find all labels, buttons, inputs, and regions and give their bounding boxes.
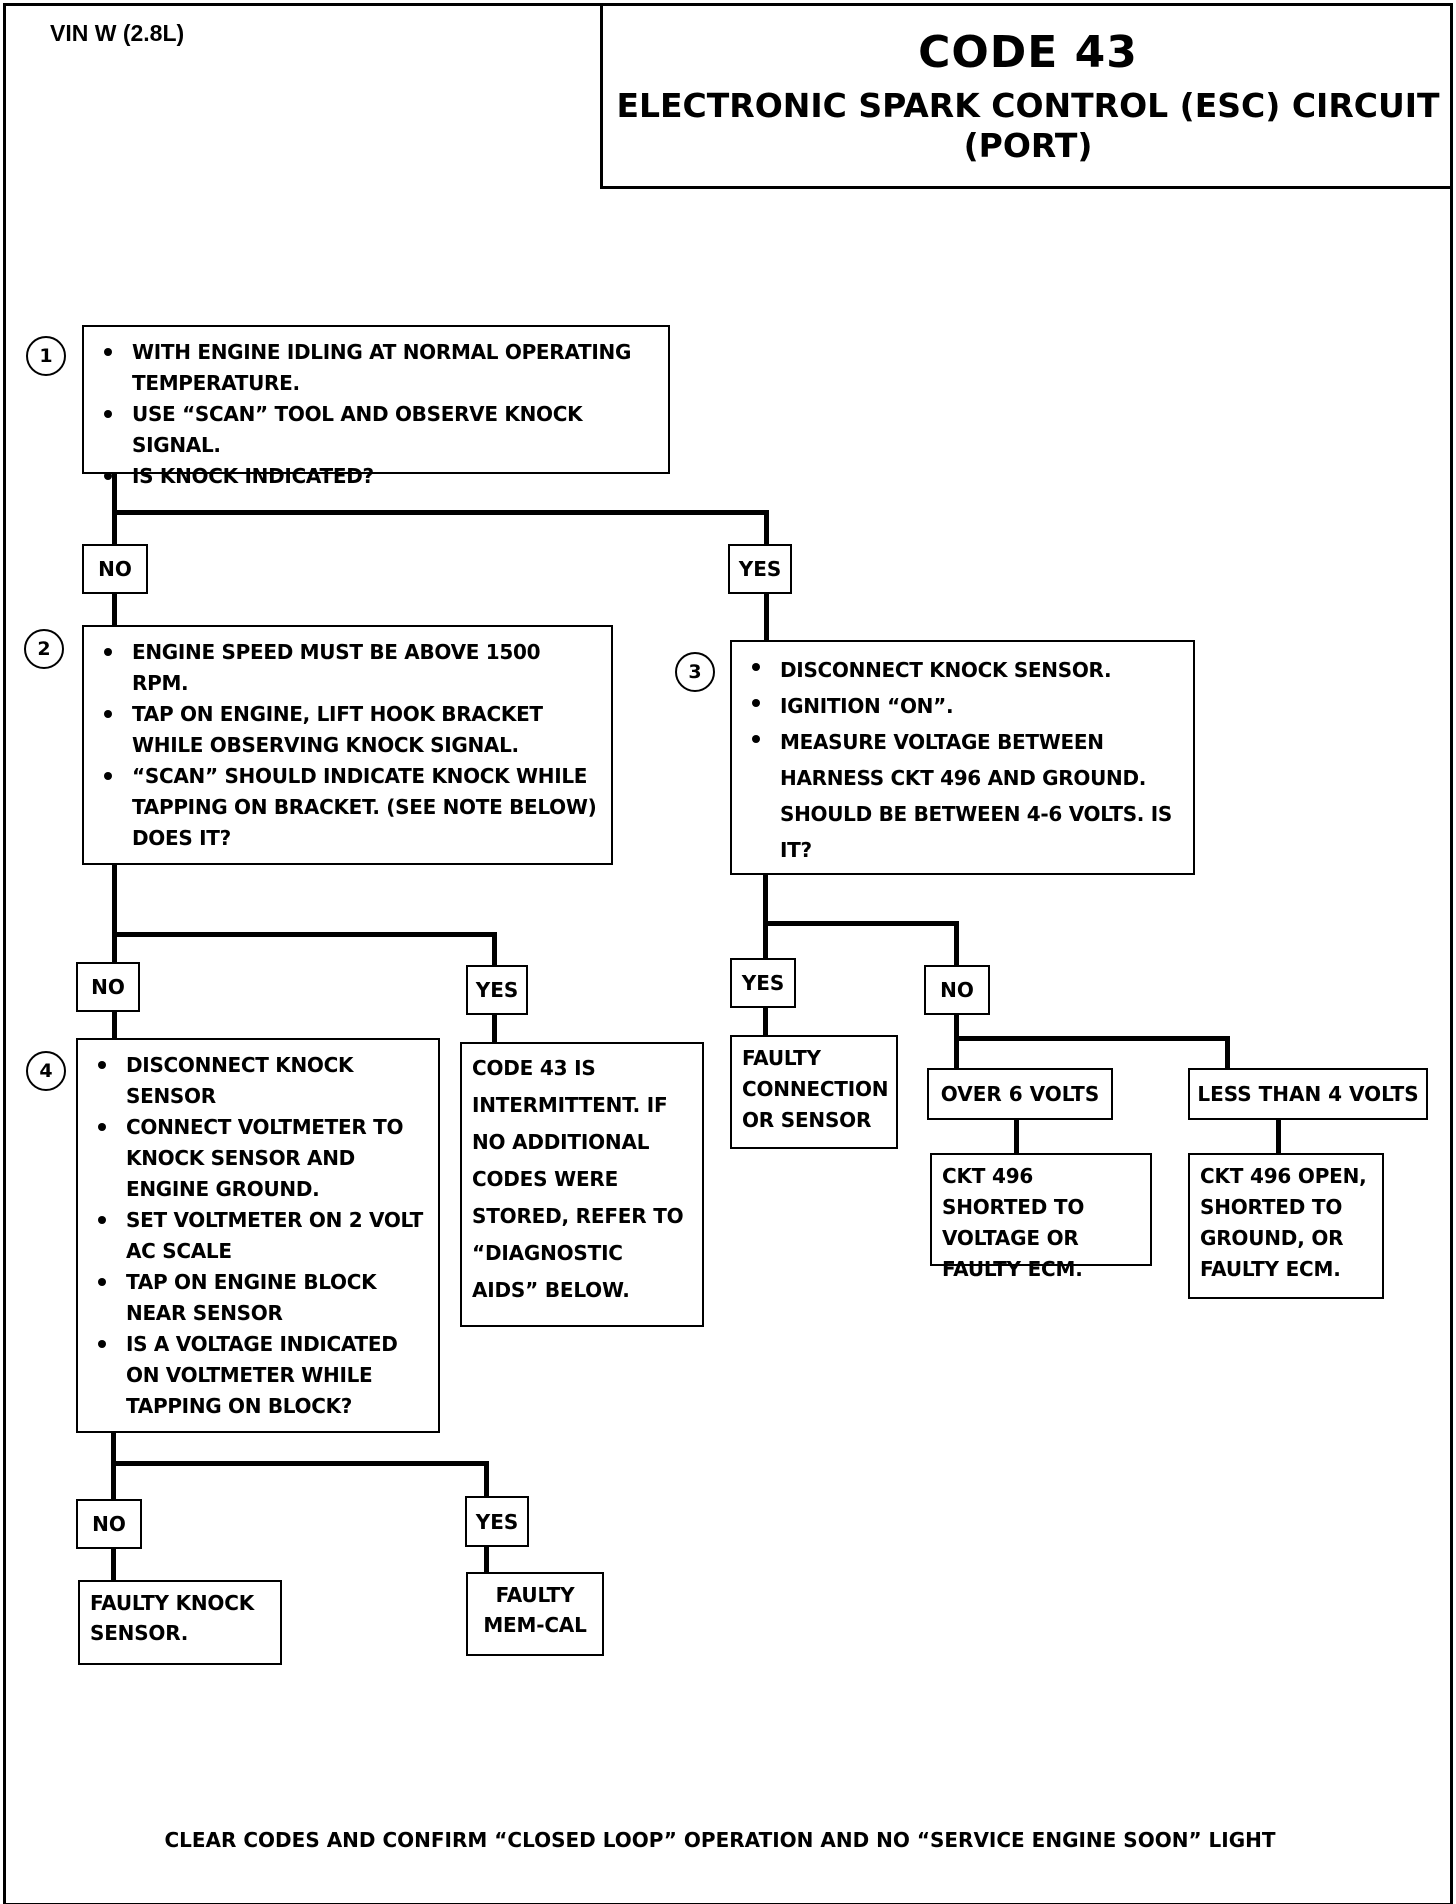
step-3-item: DISCONNECT KNOCK SENSOR. — [744, 652, 1181, 688]
code-title: CODE 43 — [918, 27, 1138, 78]
yes-label: YES — [465, 1496, 529, 1547]
connector-line — [112, 1012, 117, 1040]
step-4-item: DISCONNECT KNOCK SENSOR — [90, 1050, 426, 1112]
step-1-number: 1 — [26, 336, 66, 376]
no-label: NO — [76, 962, 140, 1012]
result-shorted-to-voltage: CKT 496 SHORTED TO VOLTAGE OR FAULTY ECM… — [930, 1153, 1152, 1281]
connector-line — [112, 594, 117, 628]
vin-label: VIN W (2.8L) — [50, 20, 185, 46]
result-open-or-shorted-to-ground: CKT 496 OPEN, SHORTED TO GROUND, OR FAUL… — [1188, 1153, 1384, 1299]
less-than-4-volts-label: LESS THAN 4 VOLTS — [1188, 1068, 1428, 1120]
connector-line — [492, 1012, 497, 1042]
connector-line — [764, 510, 769, 544]
yes-label: YES — [728, 544, 792, 594]
connector-line — [1225, 1036, 1230, 1068]
result-faulty-connection: FAULTY CONNECTION OR SENSOR — [730, 1035, 898, 1149]
connector-line — [111, 1433, 116, 1499]
step-3-number: 3 — [675, 652, 715, 692]
connector-line — [111, 1549, 116, 1581]
step-1-item: WITH ENGINE IDLING AT NORMAL OPERATING T… — [96, 337, 656, 399]
step-3-item: IGNITION “ON”. — [744, 688, 1181, 724]
step-1-item: IS KNOCK INDICATED? — [96, 461, 656, 492]
connector-line — [112, 932, 497, 937]
step-4-item: TAP ON ENGINE BLOCK NEAR SENSOR — [90, 1267, 426, 1329]
connector-line — [484, 1547, 489, 1573]
connector-line — [764, 594, 769, 640]
step-2-box: ENGINE SPEED MUST BE ABOVE 1500 RPM. TAP… — [82, 625, 613, 865]
connector-line — [1014, 1120, 1019, 1154]
no-label: NO — [924, 965, 990, 1015]
step-3-item: MEASURE VOLTAGE BETWEEN HARNESS CKT 496 … — [744, 724, 1181, 868]
over-6-volts-label: OVER 6 VOLTS — [927, 1068, 1113, 1120]
step-4-item: SET VOLTMETER ON 2 VOLT AC SCALE — [90, 1205, 426, 1267]
result-intermittent: CODE 43 IS INTERMITTENT. IF NO ADDITIONA… — [460, 1042, 704, 1327]
connector-line — [111, 1461, 489, 1466]
no-label: NO — [76, 1499, 142, 1549]
result-faulty-memcal: FAULTY MEM-CAL — [466, 1572, 604, 1656]
connector-line — [763, 921, 959, 926]
connector-line — [484, 1461, 489, 1496]
connector-line — [112, 474, 117, 544]
step-2-item: ENGINE SPEED MUST BE ABOVE 1500 RPM. — [96, 637, 599, 699]
step-2-question: DOES IT? — [132, 826, 231, 850]
step-4-item: IS A VOLTAGE INDICATED ON VOLTMETER WHIL… — [90, 1329, 426, 1422]
footer-instruction: CLEAR CODES AND CONFIRM “CLOSED LOOP” OP… — [164, 1828, 1276, 1852]
circuit-title-line2: (PORT) — [963, 126, 1093, 165]
step-4-number: 4 — [26, 1051, 66, 1091]
connector-line — [1276, 1120, 1281, 1154]
step-2-number: 2 — [24, 629, 64, 669]
connector-line — [763, 1007, 768, 1035]
step-3-box: DISCONNECT KNOCK SENSOR. IGNITION “ON”. … — [730, 640, 1195, 875]
step-2-item: “SCAN” SHOULD INDICATE KNOCK WHILE TAPPI… — [96, 761, 599, 823]
circuit-title-line1: ELECTRONIC SPARK CONTROL (ESC) CIRCUIT — [616, 86, 1440, 125]
connector-line — [954, 921, 959, 973]
yes-label: YES — [466, 965, 528, 1015]
connector-line — [954, 1036, 1230, 1041]
step-1-box: WITH ENGINE IDLING AT NORMAL OPERATING T… — [82, 325, 670, 488]
step-2-item: TAP ON ENGINE, LIFT HOOK BRACKET WHILE O… — [96, 699, 599, 761]
no-label: NO — [82, 544, 148, 594]
connector-line — [112, 865, 117, 970]
connector-line — [112, 510, 769, 515]
title-block: CODE 43 ELECTRONIC SPARK CONTROL (ESC) C… — [600, 3, 1453, 189]
step-4-box: DISCONNECT KNOCK SENSOR CONNECT VOLTMETE… — [76, 1038, 440, 1433]
connector-line — [492, 932, 497, 974]
result-faulty-knock-sensor: FAULTY KNOCK SENSOR. — [78, 1580, 282, 1665]
yes-label: YES — [730, 958, 796, 1008]
step-1-item: USE “SCAN” TOOL AND OBSERVE KNOCK SIGNAL… — [96, 399, 656, 461]
step-4-item: CONNECT VOLTMETER TO KNOCK SENSOR AND EN… — [90, 1112, 426, 1205]
